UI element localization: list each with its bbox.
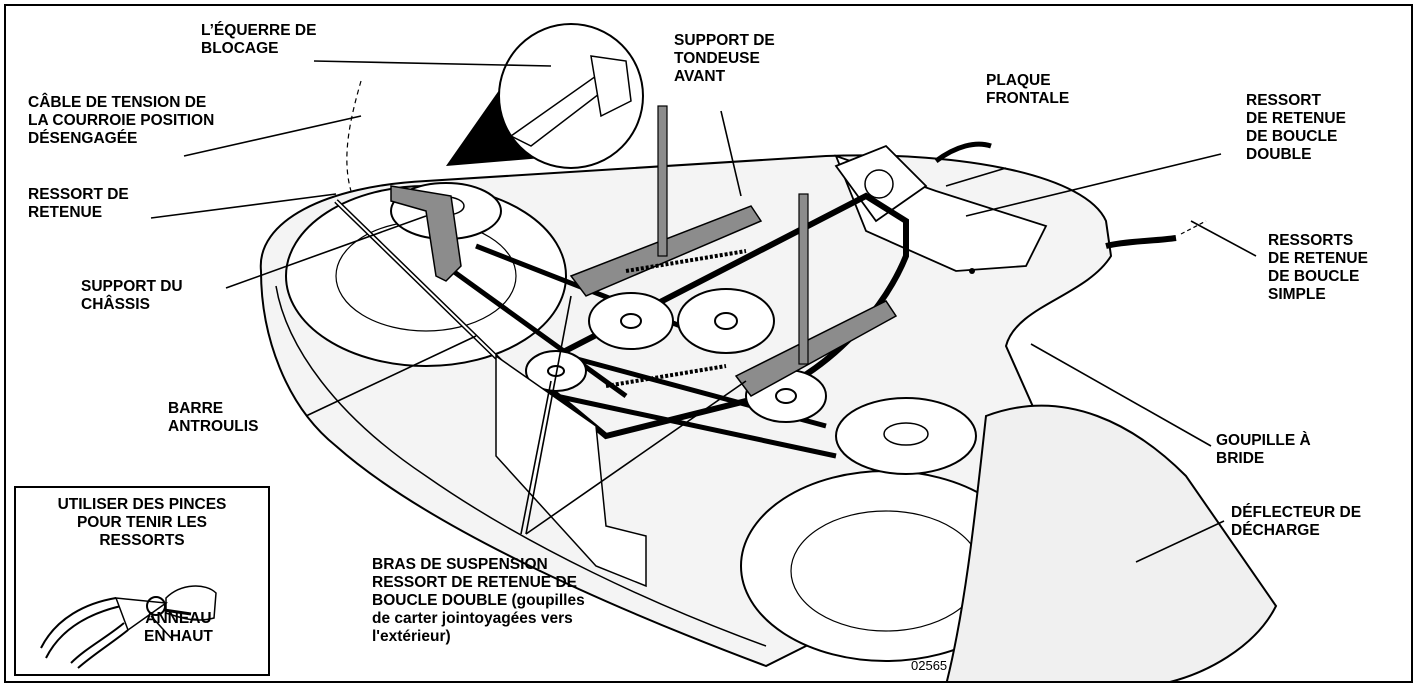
chassis-bracket <box>390 185 462 282</box>
pliers-handle-upper <box>40 597 117 649</box>
front-support-arm-right <box>734 300 898 397</box>
right-spindle-top <box>835 397 977 475</box>
front-baffle <box>495 354 647 588</box>
discharge-deflector <box>945 404 1278 681</box>
mower-deck-illustration: 02565 <box>150 23 1278 681</box>
pulleys <box>525 288 827 423</box>
spring-upper <box>625 249 747 273</box>
deck-rim <box>275 285 767 647</box>
pliers-illustration <box>40 585 217 669</box>
right-cable-upper <box>934 141 992 164</box>
front-pulley-plate <box>834 144 928 223</box>
spring-lower <box>605 364 727 388</box>
figure-code: 02565 <box>911 658 947 673</box>
leader-lines <box>150 60 1257 563</box>
pliers-handle-lower <box>70 622 125 664</box>
